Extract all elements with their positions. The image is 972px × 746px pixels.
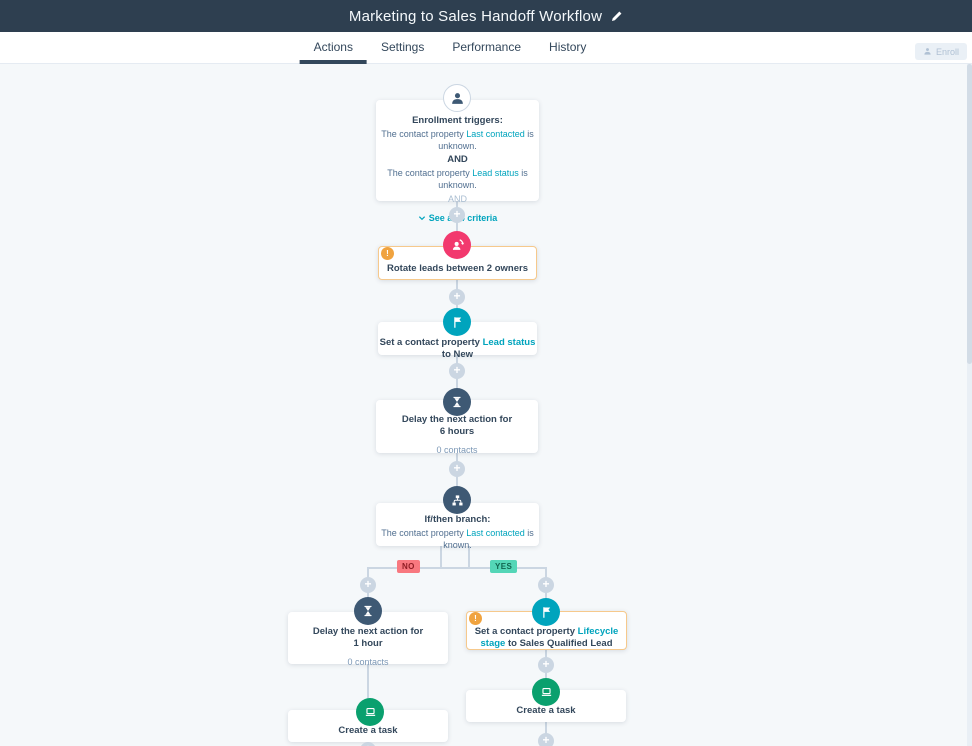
contacts-count: 0 contacts	[347, 656, 389, 667]
flag-icon	[542, 606, 550, 618]
add-action-button[interactable]	[538, 657, 554, 673]
add-action-button[interactable]	[360, 742, 376, 746]
branch-title: If/then branch:	[424, 514, 491, 525]
add-action-button[interactable]	[449, 207, 465, 223]
chevron-down-icon	[418, 215, 425, 220]
flag-icon	[453, 316, 461, 328]
page-title: Marketing to Sales Handoff Workflow	[348, 7, 603, 25]
enroll-person-icon	[923, 47, 932, 56]
tab-settings[interactable]: Settings	[367, 32, 438, 64]
enrollment-trigger-card[interactable]: Enrollment triggers: The contact propert…	[376, 100, 539, 223]
person-icon	[451, 92, 463, 104]
enrollment-trigger-icon[interactable]	[443, 84, 471, 112]
tab-performance-label: Performance	[452, 40, 522, 54]
trigger-criterion-2: The contact property Lead status is unkn…	[387, 168, 528, 190]
action-label: Set a contact property Lifecycle stage t…	[474, 626, 619, 649]
branch-criterion: The contact property Last contacted is k…	[381, 527, 534, 550]
add-action-button[interactable]	[538, 577, 554, 593]
connector-line	[468, 546, 470, 568]
delay-icon[interactable]	[354, 597, 382, 625]
tab-actions-label: Actions	[313, 40, 353, 54]
header: Marketing to Sales Handoff Workflow	[0, 0, 972, 32]
action-label: Rotate leads between 2 owners	[387, 263, 528, 274]
add-action-button[interactable]	[449, 363, 465, 379]
edit-title-icon[interactable]	[610, 10, 623, 23]
branch-label-no: NO	[397, 560, 420, 573]
action-label: Create a task	[338, 725, 398, 736]
trigger-title: Enrollment triggers:	[412, 115, 503, 126]
set-property-icon[interactable]	[443, 308, 471, 336]
create-task-icon[interactable]	[532, 678, 560, 706]
add-action-button[interactable]	[449, 289, 465, 305]
tab-settings-label: Settings	[380, 40, 425, 54]
scrollbar-thumb[interactable]	[967, 64, 972, 364]
tab-actions[interactable]: Actions	[299, 32, 367, 64]
delay-icon[interactable]	[443, 388, 471, 416]
rotate-person-icon	[452, 238, 464, 250]
tab-bar: Actions Settings Performance History Enr…	[0, 32, 972, 64]
enroll-label: Enroll	[935, 46, 959, 57]
connector-line	[440, 546, 442, 568]
connector-line	[545, 722, 547, 736]
add-action-button[interactable]	[449, 461, 465, 477]
warning-badge-icon	[469, 612, 482, 625]
contacts-count: 0 contacts	[436, 444, 478, 455]
tab-history[interactable]: History	[535, 32, 600, 64]
canvas-scrollbar[interactable]	[967, 64, 972, 746]
trigger-criterion-1: The contact property Last contacted is u…	[381, 128, 534, 151]
tab-history-label: History	[549, 40, 587, 54]
warning-badge-icon	[381, 247, 394, 260]
add-action-button[interactable]	[538, 733, 554, 746]
workflow-canvas: Enrollment triggers: The contact propert…	[0, 64, 972, 746]
connector-line	[367, 664, 369, 698]
rotate-owner-icon[interactable]	[443, 231, 471, 259]
hourglass-icon	[364, 605, 372, 617]
connector-line	[368, 567, 547, 569]
branch-label-yes: YES	[490, 560, 518, 573]
hourglass-icon	[453, 396, 461, 408]
tab-performance[interactable]: Performance	[438, 32, 535, 64]
enroll-button[interactable]: Enroll	[914, 43, 967, 60]
trigger-and-muted: AND	[447, 193, 467, 204]
branch-icon	[451, 494, 463, 505]
if-then-branch-icon[interactable]	[443, 486, 471, 514]
laptop-icon	[541, 687, 551, 696]
action-label: Create a task	[516, 705, 576, 716]
set-property-icon[interactable]	[532, 598, 560, 626]
laptop-icon	[365, 707, 375, 716]
create-task-icon[interactable]	[356, 698, 384, 726]
action-label: Set a contact property Lead status to Ne…	[379, 337, 536, 360]
add-action-button[interactable]	[360, 577, 376, 593]
tabs: Actions Settings Performance History	[299, 32, 601, 64]
trigger-and: AND	[447, 154, 468, 166]
